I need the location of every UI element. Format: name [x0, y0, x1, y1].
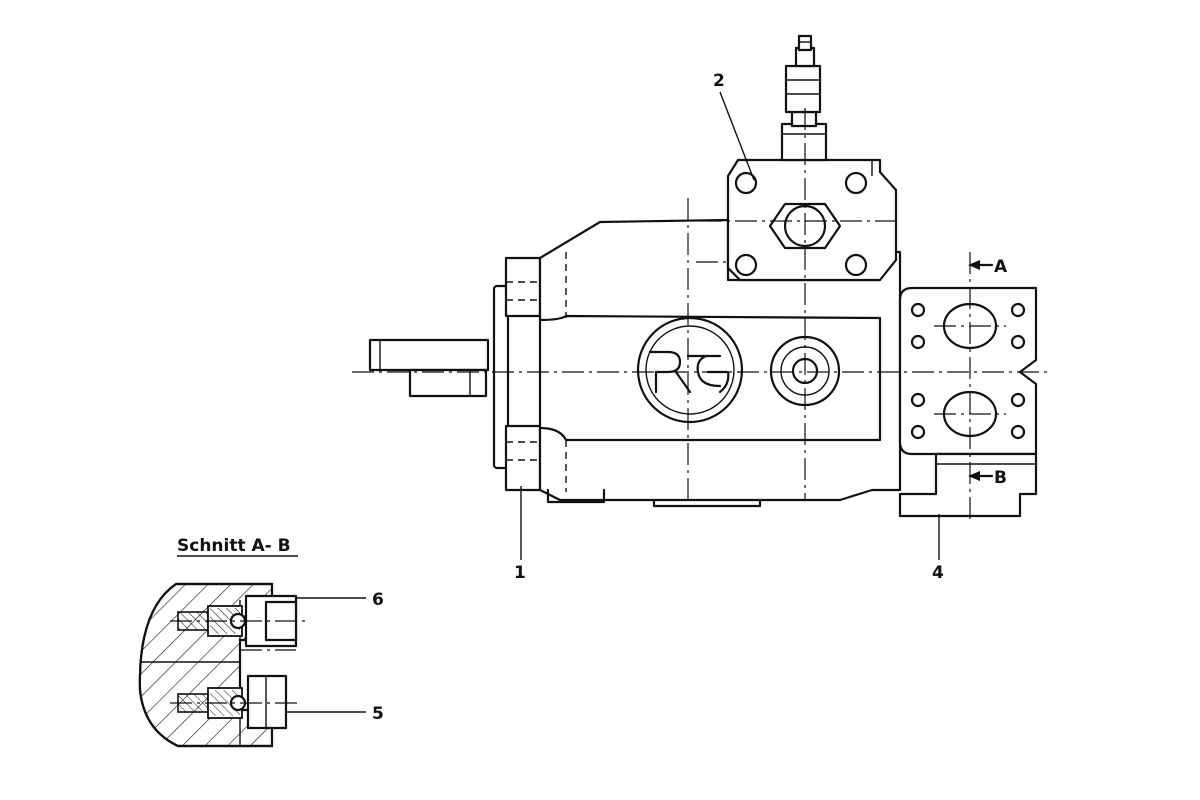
logo-emblem — [636, 316, 744, 424]
section-title: Schnitt A- B — [177, 536, 291, 556]
section-marker-b: B — [968, 468, 1007, 488]
item-number-4: 4 — [932, 563, 944, 583]
callout-2: 2 — [713, 71, 755, 181]
callout-6: 6 — [296, 590, 384, 610]
callout-1: 1 — [514, 486, 526, 583]
callout-4: 4 — [932, 514, 944, 583]
center-lines — [352, 108, 1050, 524]
section-label-b: B — [994, 468, 1007, 488]
item-number-6: 6 — [372, 590, 384, 610]
section-detail: Schnitt A- B — [138, 536, 384, 748]
item-number-1: 1 — [514, 563, 526, 583]
item-number-5: 5 — [372, 704, 384, 724]
lower-valve-insert — [170, 674, 300, 730]
drive-shaft — [368, 338, 490, 398]
item-number-2: 2 — [713, 71, 725, 91]
pump-main-view: A B 1 2 4 — [352, 34, 1050, 583]
section-label-a: A — [994, 257, 1008, 277]
section-marker-a: A — [968, 257, 1008, 277]
upper-valve-insert — [170, 594, 310, 648]
callout-5: 5 — [286, 704, 384, 724]
control-valve-block — [726, 34, 898, 282]
mounting-flange — [492, 256, 542, 492]
port-block — [898, 286, 1038, 518]
